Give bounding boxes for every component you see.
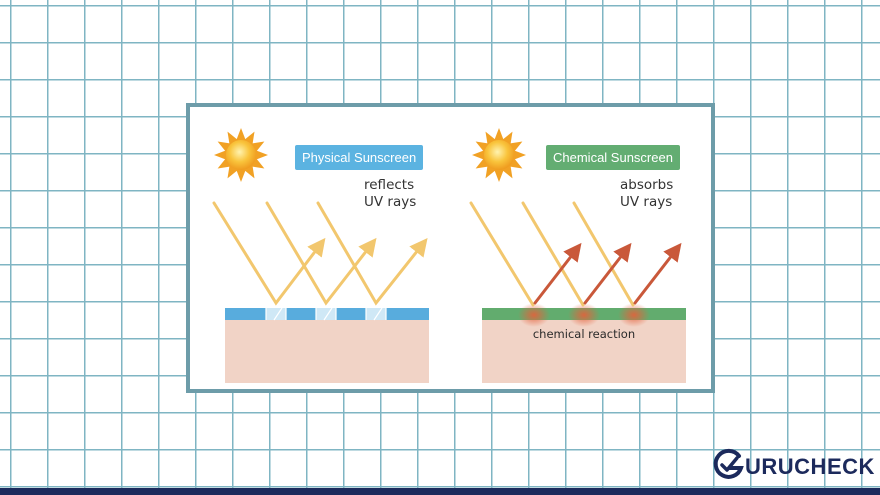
absorption-glows (518, 303, 650, 327)
sun-icon (472, 128, 526, 182)
logo-g-icon (713, 448, 744, 479)
chemical-caption-line2: UV rays (620, 194, 673, 210)
bottom-bar (0, 488, 880, 495)
gurucheck-logo[interactable]: URUCHECK (712, 448, 874, 482)
physical-caption: reflects UV rays (364, 177, 416, 211)
physical-panel (212, 128, 429, 383)
skin-layer (225, 320, 429, 383)
reflection-points (266, 308, 386, 320)
sunscreen-diagram (212, 128, 686, 383)
physical-caption-line2: UV rays (364, 194, 417, 210)
skin-layer (482, 320, 686, 383)
chemical-caption: absorbs UV rays (620, 177, 673, 211)
logo-wordmark: URUCHECK (745, 454, 875, 479)
chemical-caption-line1: absorbs (620, 177, 674, 193)
chemical-sunscreen-label: Chemical Sunscreen (546, 145, 680, 170)
physical-caption-line1: reflects (364, 177, 415, 193)
converted-heat-rays (533, 242, 682, 305)
chemical-reaction-label: chemical reaction (532, 327, 636, 341)
chemical-panel (469, 128, 686, 383)
diagram-card: Physical Sunscreen Chemical Sunscreen re… (186, 103, 715, 393)
sun-icon (214, 128, 268, 182)
reflected-uv-rays (212, 201, 428, 306)
physical-sunscreen-label: Physical Sunscreen (295, 145, 424, 170)
incoming-uv-rays (469, 201, 635, 307)
